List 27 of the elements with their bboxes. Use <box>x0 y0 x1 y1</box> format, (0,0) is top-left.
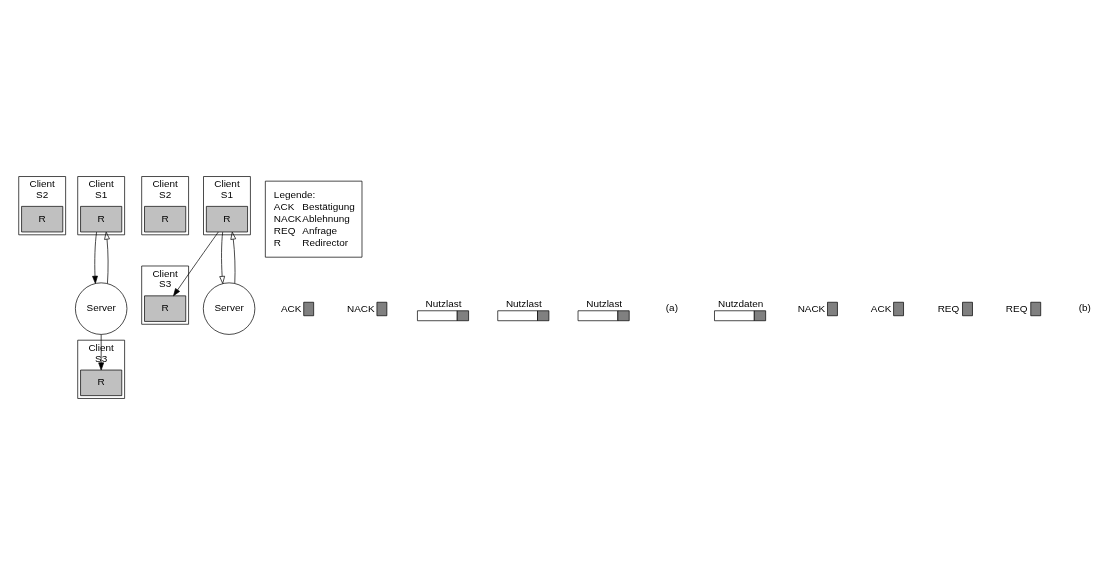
label: Nutzdaten <box>718 297 764 309</box>
node-box: R <box>80 206 123 233</box>
node-circle: Server <box>75 282 128 335</box>
label: ACK <box>870 302 892 314</box>
label: NACK <box>797 302 826 314</box>
arrow <box>230 231 237 284</box>
label: Nutzlast <box>505 297 542 309</box>
node-box: R <box>21 206 64 233</box>
node-box: Legende: ACK Bestätigung NACKAblehnung REQ Anfrage R Redirector <box>265 180 363 258</box>
label: (b) <box>1078 302 1091 314</box>
arrow <box>104 231 110 284</box>
label: REQ <box>937 302 960 314</box>
label: NACK <box>347 302 375 314</box>
node-circle: Server <box>202 282 256 335</box>
label: ACK <box>280 302 302 314</box>
node-box: R <box>206 206 248 233</box>
node-box: R <box>144 295 187 322</box>
label: Nutzlast <box>586 297 623 309</box>
arrow <box>98 334 104 371</box>
label: (a) <box>665 302 678 314</box>
arrow <box>92 231 98 284</box>
arrow <box>219 231 225 284</box>
label: Nutzlast <box>425 297 462 309</box>
label: REQ <box>1005 302 1028 314</box>
arrow <box>173 231 219 297</box>
node-box: R <box>80 369 123 396</box>
node-box: R <box>144 206 187 233</box>
